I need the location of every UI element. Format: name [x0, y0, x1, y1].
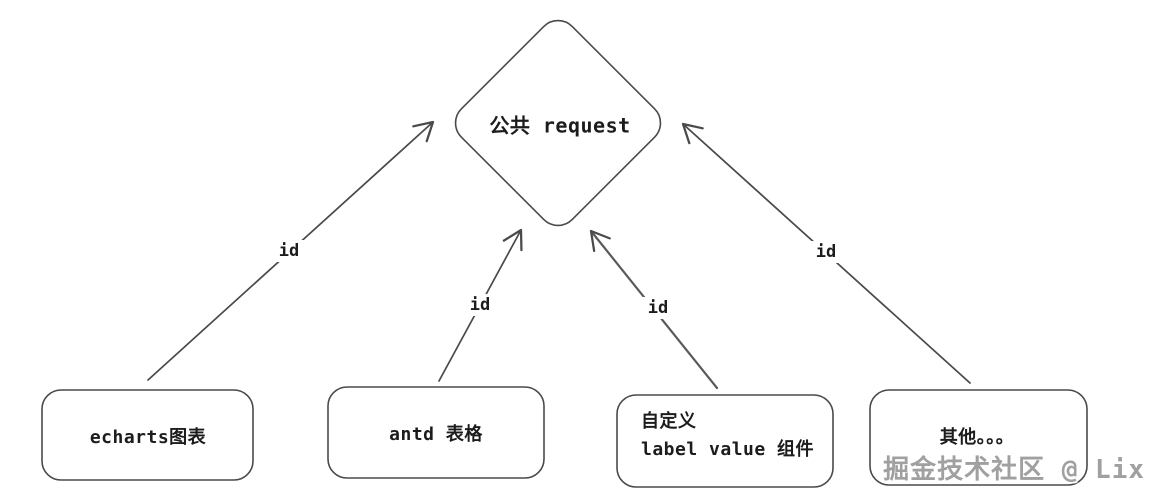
edge-label-others-id: id	[808, 241, 844, 263]
node-custom-label-value-shape	[616, 394, 834, 488]
node-echarts-label: echarts图表	[89, 427, 207, 448]
edge-label-echarts-id: id	[271, 240, 307, 262]
node-others-label: 其他。。。	[939, 427, 1015, 448]
edge-label-antd-id: id	[462, 294, 498, 316]
diamond-node-shape	[454, 19, 662, 227]
node-antd-table-label: antd 表格	[389, 424, 483, 445]
edge-label-custom-id: id	[640, 297, 676, 319]
node-echarts-shape	[41, 389, 254, 481]
node-custom-label-value-label: 自定义 label value 组件	[641, 408, 814, 464]
node-others-shape	[869, 389, 1088, 486]
node-antd-table-shape	[327, 386, 545, 479]
juejin-watermark: 掘金技术社区 @ Lix	[883, 455, 1145, 485]
node-custom-label-line1: 自定义	[641, 411, 697, 432]
diamond-node-label: 公共 request	[489, 113, 631, 138]
node-custom-label-line2: label value 组件	[641, 439, 815, 460]
